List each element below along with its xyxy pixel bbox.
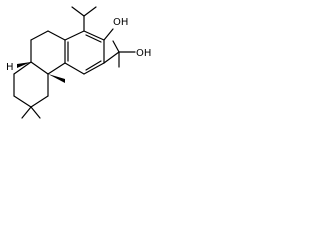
alcohol-oh-label: OH [136, 48, 151, 59]
stereo-hydrogen-wedge [17, 62, 31, 68]
stereo-hydrogen-label: H [6, 62, 14, 73]
angular-methyl-wedge [48, 74, 65, 83]
chemical-structure-diagram: OH OH H [6, 6, 151, 119]
isopropyl-group [71, 6, 97, 32]
hydroxyisopropyl-group: OH [103, 40, 151, 68]
phenol-group: OH [103, 17, 128, 41]
phenol-oh-label: OH [113, 17, 128, 28]
middle-ring-bonds [30, 30, 66, 75]
aromatic-ring-bonds [64, 30, 105, 75]
lower-ring-bonds [13, 61, 49, 108]
ring-methyl-groups [17, 62, 65, 119]
